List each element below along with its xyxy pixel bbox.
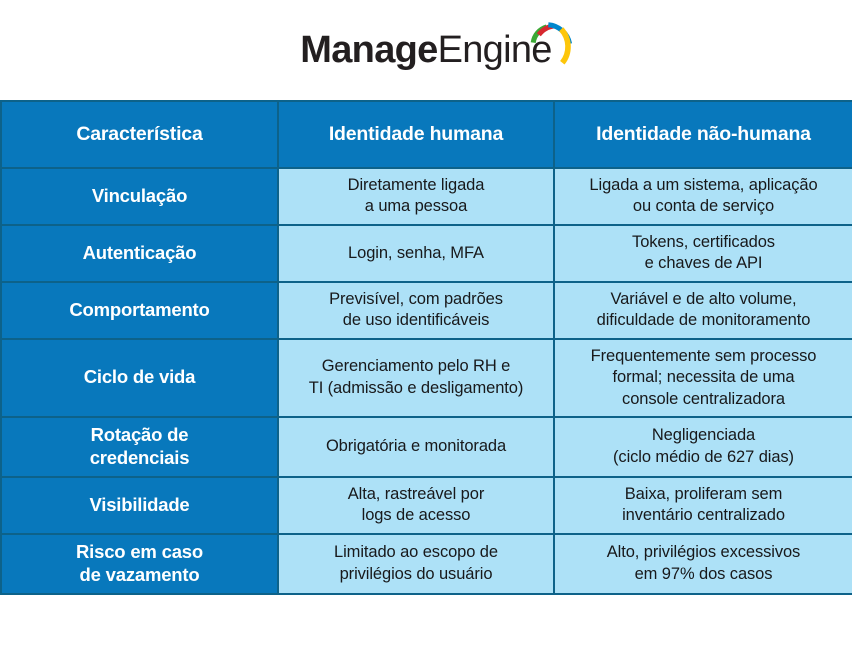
cell-nonhuman: Frequentemente sem processo formal; neces… [553, 337, 852, 418]
cell-line: Baixa, proliferam sem [624, 484, 783, 503]
cell-feature: Comportamento [0, 280, 279, 340]
cell-line: Vinculação [91, 184, 188, 206]
cell-line: Frequentemente sem processo [590, 346, 817, 365]
table-header-row: Característica Identidade humana Identid… [0, 100, 852, 169]
cell-line: Alta, rastreável por [347, 484, 485, 503]
identity-comparison-table: Característica Identidade humana Identid… [0, 100, 852, 595]
column-header-human-identity: Identidade humana [277, 100, 555, 169]
cell-line: em 97% dos casos [634, 564, 773, 583]
cell-line: inventário centralizado [622, 506, 785, 525]
cell-human: Limitado ao escopo de privilégios do usuá… [277, 532, 555, 595]
table-row: Comportamento Previsível, com padrões de u… [0, 280, 852, 340]
cell-line: a uma pessoa [364, 197, 468, 216]
cell-line: Ligada a um sistema, aplicação [589, 176, 818, 194]
table-row: Vinculação Diretamente ligada a uma pessoa… [0, 167, 852, 226]
table-row: Visibilidade Alta, rastreável por logs de … [0, 475, 852, 535]
cell-line: e chaves de API [644, 254, 763, 273]
cell-line: (ciclo médio de 627 dias) [613, 447, 794, 466]
cell-nonhuman: Baixa, proliferam sem inventário centrali… [553, 475, 852, 535]
cell-line: Login, senha, MFA [348, 243, 484, 262]
cell-line: dificuldade de monitoramento [596, 311, 811, 330]
cell-line: Tokens, certificados [632, 232, 775, 251]
cell-line: Negligenciada [651, 426, 756, 445]
cell-line: Risco em caso [76, 540, 203, 562]
cell-line: Rotação de [90, 423, 189, 445]
table-row: Autenticação Login, senha, MFA Tokens, cer… [0, 223, 852, 283]
table-header: Característica Identidade humana Identid… [0, 100, 852, 169]
column-header-feature: Característica [0, 100, 279, 169]
cell-human: Alta, rastreável por logs de acesso [277, 475, 555, 535]
cell-line: TI (admissão e desligamento) [308, 378, 524, 397]
cell-human: Diretamente ligada a uma pessoa [277, 167, 555, 226]
cell-line: console centralizadora [622, 389, 785, 408]
cell-line: Limitado ao escopo de [334, 543, 498, 562]
cell-nonhuman: Tokens, certificados e chaves de API [553, 223, 852, 283]
cell-feature: Vinculação [0, 167, 279, 226]
cell-line: Diretamente ligada [347, 176, 485, 194]
cell-line: Comportamento [69, 298, 210, 320]
cell-line: Alto, privilégios excessivos [606, 543, 801, 562]
manageengine-logo: ManageEngine [300, 22, 572, 76]
logo-header: ManageEngine [0, 0, 852, 100]
cell-human: Obrigatória e monitorada [277, 415, 555, 478]
column-header-nonhuman-identity: Identidade não-humana [553, 100, 852, 169]
cell-line: Ciclo de vida [83, 366, 196, 388]
logo-arc-icon [530, 22, 572, 65]
cell-feature: Ciclo de vida [0, 337, 279, 418]
cell-human: Gerenciamento pelo RH e TI (admissão e de… [277, 337, 555, 418]
logo-text-engine: Engine [437, 29, 553, 71]
logo-wordmark: ManageEngine [300, 29, 553, 71]
cell-line: Autenticação [82, 241, 197, 263]
cell-line: ou conta de serviço [632, 197, 775, 216]
table-row: Ciclo de vida Gerenciamento pelo RH e TI (… [0, 337, 852, 418]
table-body: Vinculação Diretamente ligada a uma pessoa… [0, 167, 852, 595]
cell-line: privilégios do usuário [339, 564, 493, 583]
cell-line: Obrigatória e monitorada [325, 437, 507, 456]
cell-line: Gerenciamento pelo RH e [321, 357, 511, 376]
cell-nonhuman: Variável e de alto volume, dificuldade de… [553, 280, 852, 340]
cell-nonhuman: Negligenciada (ciclo médio de 627 dias) [553, 415, 852, 478]
cell-line: de uso identificáveis [342, 311, 490, 330]
cell-line: Previsível, com padrões [329, 289, 503, 308]
cell-line: Variável e de alto volume, [610, 289, 797, 308]
cell-line: de vazamento [79, 563, 200, 585]
cell-feature: Visibilidade [0, 475, 279, 535]
cell-human: Login, senha, MFA [277, 223, 555, 283]
cell-line: credenciais [89, 446, 190, 468]
cell-line: formal; necessita de uma [612, 368, 795, 387]
cell-nonhuman: Ligada a um sistema, aplicação ou conta d… [553, 167, 852, 226]
cell-human: Previsível, com padrões de uso identificá… [277, 280, 555, 340]
cell-line: logs de acesso [361, 506, 471, 525]
cell-line: Visibilidade [89, 493, 190, 515]
cell-feature: Autenticação [0, 223, 279, 283]
logo-text-manage: Manage [300, 29, 438, 71]
cell-nonhuman: Alto, privilégios excessivos em 97% dos c… [553, 532, 852, 595]
